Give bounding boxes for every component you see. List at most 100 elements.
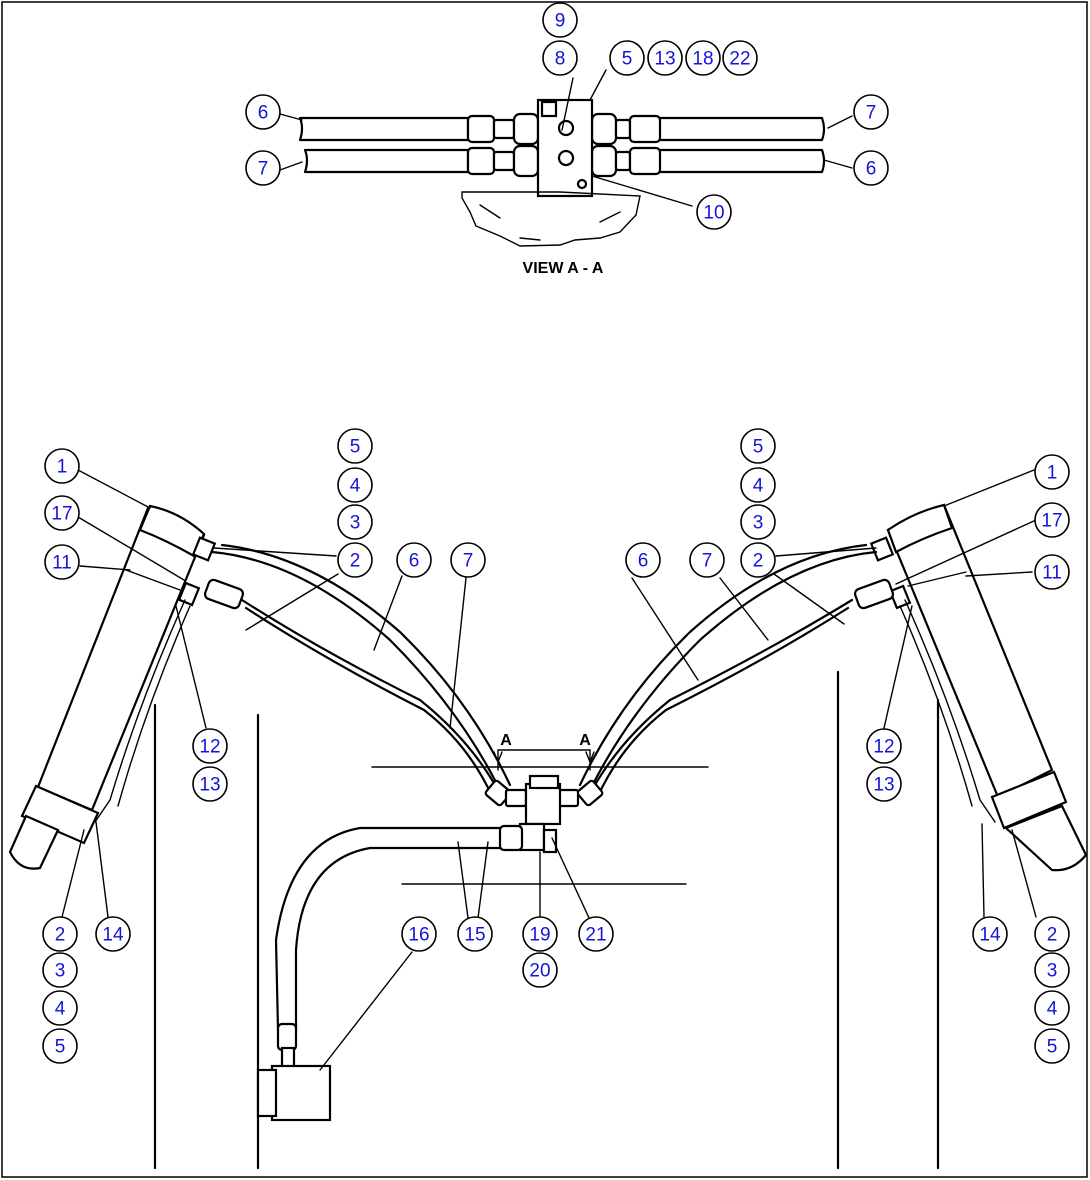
callout-11: 11: [44, 544, 80, 580]
callout-number: 2: [55, 925, 66, 946]
callout-12: 12: [866, 728, 902, 764]
callout-circle: [1034, 554, 1070, 590]
callout-number: 6: [409, 551, 420, 572]
main-view: A A: [8, 2, 1088, 1170]
callout-circle: [866, 728, 902, 764]
callout-number: 3: [753, 513, 764, 534]
callout-number: 13: [654, 49, 675, 70]
callout-19: 19: [522, 916, 558, 952]
callout-circle: [42, 990, 78, 1026]
callout-3: 3: [740, 504, 776, 540]
callout-3: 3: [337, 504, 373, 540]
callout-circle: [457, 916, 493, 952]
section-mark-left: A: [500, 732, 512, 749]
callout-12: 12: [192, 728, 228, 764]
callout-circle: [401, 916, 437, 952]
callout-3: 3: [1034, 952, 1070, 988]
callout-circle: [740, 504, 776, 540]
view-aa-detail: VIEW A - A: [298, 98, 826, 277]
callout-14: 14: [95, 916, 131, 952]
callout-number: 21: [585, 925, 606, 946]
callout-number: 3: [1047, 961, 1058, 982]
callout-number: 15: [464, 925, 485, 946]
callout-circle: [450, 542, 486, 578]
callout-number: 12: [199, 737, 220, 758]
callout-number: 13: [873, 775, 894, 796]
callout-circle: [853, 150, 889, 186]
callout-circle: [337, 428, 373, 464]
callout-14: 14: [972, 916, 1008, 952]
callout-circle: [853, 94, 889, 130]
callout-number: 4: [350, 476, 361, 497]
callout-9: 9: [542, 2, 578, 38]
callout-7: 7: [450, 542, 486, 578]
callout-6: 6: [396, 542, 432, 578]
callout-number: 19: [529, 925, 550, 946]
callout-number: 12: [873, 737, 894, 758]
section-mark-right: A: [579, 732, 591, 749]
callout-circle: [1034, 952, 1070, 988]
callout-circle: [542, 40, 578, 76]
callout-11: 11: [1034, 554, 1070, 590]
callout-number: 9: [555, 11, 566, 32]
callout-3: 3: [42, 952, 78, 988]
callout-number: 17: [1041, 511, 1062, 532]
callout-number: 11: [52, 553, 72, 574]
callout-circle: [396, 542, 432, 578]
callout-circle: [740, 428, 776, 464]
callout-circle: [522, 952, 558, 988]
callout-20: 20: [522, 952, 558, 988]
callout-number: 18: [692, 49, 713, 70]
callout-number: 20: [529, 961, 550, 982]
callout-number: 6: [866, 159, 877, 180]
callout-number: 4: [753, 476, 764, 497]
leader-lines: [61, 69, 1037, 1071]
callout-circle: [685, 40, 721, 76]
callout-number: 7: [866, 103, 877, 124]
callout-number: 10: [703, 203, 724, 224]
callout-circle: [542, 2, 578, 38]
callout-circle: [696, 194, 732, 230]
callout-circle: [44, 495, 80, 531]
callout-number: 5: [622, 49, 633, 70]
callout-21: 21: [578, 916, 614, 952]
callout-number: 5: [1047, 1037, 1058, 1058]
callout-10: 10: [696, 194, 732, 230]
callout-number: 5: [55, 1037, 66, 1058]
callout-circle: [866, 766, 902, 802]
left-lift-cylinder: [8, 504, 245, 870]
callout-number: 2: [1047, 925, 1058, 946]
callout-circle: [625, 542, 661, 578]
callout-circle: [722, 40, 758, 76]
callout-number: 5: [753, 437, 764, 458]
callout-number: 4: [55, 999, 66, 1020]
callout-5: 5: [42, 1028, 78, 1064]
callout-number: 6: [258, 103, 269, 124]
callout-number: 22: [729, 49, 750, 70]
callout-circle: [522, 916, 558, 952]
callout-circle: [972, 916, 1008, 952]
callout-number: 7: [702, 551, 713, 572]
callout-22: 22: [722, 40, 758, 76]
callout-circle: [192, 728, 228, 764]
callout-18: 18: [685, 40, 721, 76]
hydraulic-motor: [256, 1022, 332, 1122]
callout-1: 1: [1034, 454, 1070, 490]
callout-2: 2: [337, 542, 373, 578]
callout-circle: [740, 542, 776, 578]
callout-circle: [647, 40, 683, 76]
callout-number: 1: [57, 457, 68, 478]
callout-circle: [95, 916, 131, 952]
callout-circle: [689, 542, 725, 578]
callout-circle: [245, 94, 281, 130]
callout-16: 16: [401, 916, 437, 952]
callout-8: 8: [542, 40, 578, 76]
callout-circle: [337, 504, 373, 540]
callout-circle: [44, 448, 80, 484]
callout-7: 7: [245, 150, 281, 186]
callout-6: 6: [245, 94, 281, 130]
callout-circle: [1034, 990, 1070, 1026]
